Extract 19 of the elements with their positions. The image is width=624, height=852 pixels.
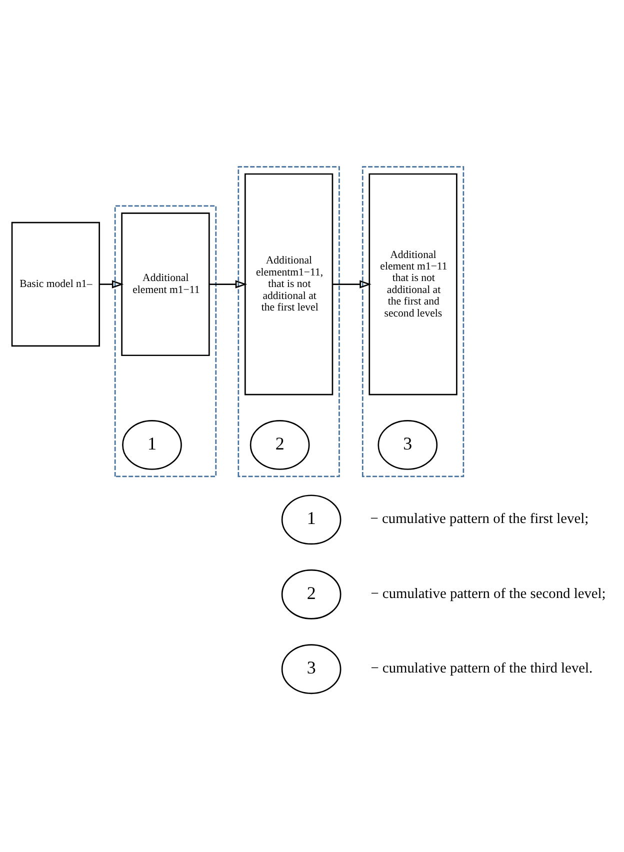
node-ellipse: 2 <box>281 568 342 619</box>
node-ellipse: 1 <box>281 494 342 544</box>
node-box: Additional element m1−11 that is not additional at the first and second levels <box>368 172 458 395</box>
arrow <box>332 280 372 288</box>
cluster <box>238 166 340 477</box>
arrow <box>99 280 124 288</box>
node-label: − cumulative pattern of the first level; <box>370 510 589 527</box>
node-label: − cumulative pattern of the second level; <box>370 585 606 602</box>
arrow <box>209 280 248 288</box>
node-ellipse: 2 <box>250 419 310 470</box>
node-ellipse: 3 <box>378 419 438 470</box>
node-box: Additional elementm1−11, that is not additional at the first level <box>244 172 334 395</box>
cluster <box>114 204 217 477</box>
node-box: Basic model n1– <box>11 221 100 346</box>
node-box: Additional element m1−11 <box>121 212 210 356</box>
node-ellipse: 1 <box>122 419 182 470</box>
node-ellipse: 3 <box>281 644 342 694</box>
cluster <box>362 166 464 477</box>
node-label: − cumulative pattern of the third level. <box>370 660 593 676</box>
